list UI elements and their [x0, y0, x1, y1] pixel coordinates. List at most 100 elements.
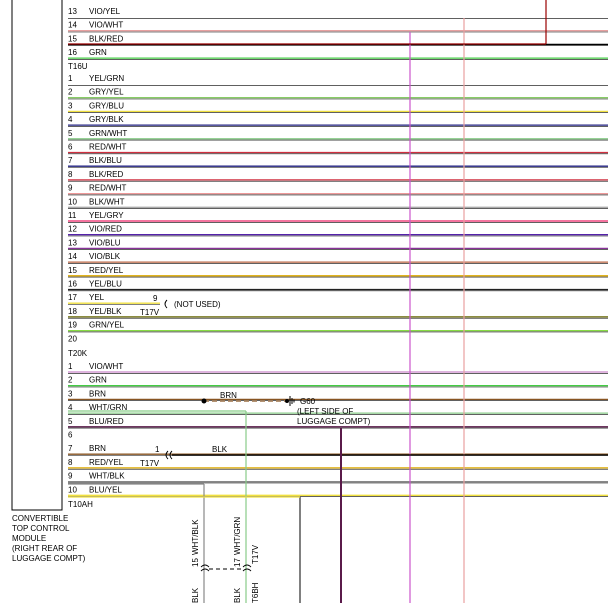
- pin-number: 1: [68, 74, 73, 83]
- wire-label: GRY/YEL: [89, 88, 124, 97]
- wire-label: BRN: [89, 444, 106, 453]
- wire-label: BLU/YEL: [89, 485, 122, 494]
- pin-number: 11: [68, 211, 77, 220]
- not-used-conn: T17V: [140, 308, 160, 317]
- wire-label: BLK/RED: [89, 34, 123, 43]
- pin-number: 6: [68, 431, 73, 440]
- pin-number: 8: [68, 458, 73, 467]
- pin-number: 1: [68, 362, 73, 371]
- bottom-label-blk-a: BLK: [191, 587, 200, 603]
- connector-label-t10ah: T10AH: [68, 500, 93, 509]
- module-label-4: (RIGHT REAR OF: [12, 544, 77, 553]
- connector-label-t20k: T20K: [68, 349, 88, 358]
- bottom-label-wht-grn: WHT/GRN: [233, 517, 242, 555]
- blk-pin: 1: [155, 445, 160, 454]
- not-used-connector-icon: [164, 299, 168, 309]
- ground-id: G60: [300, 397, 316, 406]
- connector-label-t16u: T16U: [68, 62, 88, 71]
- wire-label: VIO/WHT: [89, 21, 123, 30]
- wire-label: VIO/BLU: [89, 238, 121, 247]
- pin-number: 16: [68, 280, 77, 289]
- module-label-1: CONVERTIBLE: [12, 514, 68, 523]
- pin-number: 2: [68, 376, 73, 385]
- blk-wire-label: BLK: [212, 445, 228, 454]
- wire-label: BRN: [89, 389, 106, 398]
- pin-number: 16: [68, 48, 77, 57]
- pin-number: 6: [68, 143, 73, 152]
- wire-label: BLU/RED: [89, 417, 124, 426]
- wire-label: GRN/YEL: [89, 321, 125, 330]
- pin-number: 15: [68, 34, 77, 43]
- pin-number: 4: [68, 403, 73, 412]
- wire-label: WHT/GRN: [89, 403, 127, 412]
- pin-number: 14: [68, 252, 77, 261]
- not-used-pin: 9: [153, 294, 158, 303]
- pin-number: 7: [68, 444, 73, 453]
- wire-label: YEL: [89, 293, 105, 302]
- wire-label: YEL/BLK: [89, 307, 122, 316]
- wire-label: RED/WHT: [89, 184, 126, 193]
- bottom-label-blk-b: BLK: [233, 587, 242, 603]
- pin-number: 20: [68, 334, 77, 343]
- module-label-3: MODULE: [12, 534, 46, 543]
- pin-number: 10: [68, 485, 77, 494]
- pin-number: 9: [68, 184, 73, 193]
- wire-label: BLK/RED: [89, 170, 123, 179]
- bottom-connector-icon: [200, 564, 252, 572]
- module-box: [11, 0, 63, 511]
- brn-terminal-dot: [201, 398, 207, 404]
- pin-number: 13: [68, 7, 77, 16]
- pin-number: 3: [68, 101, 73, 110]
- bottom-label-pin17: 17: [233, 558, 242, 567]
- blk-connector-icon: [165, 450, 173, 460]
- bottom-label-t17v: T17V: [251, 544, 260, 564]
- wire-label: RED/WHT: [89, 143, 126, 152]
- wire-label: BLK/BLU: [89, 156, 122, 165]
- wire-label: VIO/YEL: [89, 7, 121, 16]
- pin-number: 7: [68, 156, 73, 165]
- bottom-label-t6bh: T6BH: [251, 582, 260, 603]
- pin-number: 3: [68, 389, 73, 398]
- wire-label: RED/YEL: [89, 458, 124, 467]
- wire-label: WHT/BLK: [89, 472, 125, 481]
- pin-number: 5: [68, 417, 73, 426]
- module-label-2: TOP CONTROL: [12, 524, 70, 533]
- wire-label: GRY/BLK: [89, 115, 124, 124]
- wire-label: VIO/BLK: [89, 252, 121, 261]
- wire-label: RED/YEL: [89, 266, 124, 275]
- wire-label: BLK/WHT: [89, 197, 125, 206]
- pin-number: 15: [68, 266, 77, 275]
- ground-location-1: (LEFT SIDE OF: [297, 407, 353, 416]
- module-label-5: LUGGAGE COMPT): [12, 554, 86, 563]
- ground-location-2: LUGGAGE COMPT): [297, 417, 371, 426]
- wire-label: VIO/WHT: [89, 362, 123, 371]
- brn-wire-label: BRN: [220, 391, 237, 400]
- pin-number: 18: [68, 307, 77, 316]
- pin-number: 14: [68, 21, 77, 30]
- wire-label: VIO/RED: [89, 225, 122, 234]
- pin-number: 19: [68, 321, 77, 330]
- bottom-label-wht-blk: WHT/BLK: [191, 519, 200, 555]
- pin-number: 8: [68, 170, 73, 179]
- blk-conn: T17V: [140, 459, 160, 468]
- pin-number: 2: [68, 88, 73, 97]
- wire-label: GRN: [89, 48, 107, 57]
- wire-label: GRY/BLU: [89, 101, 124, 110]
- pin-number: 10: [68, 197, 77, 206]
- pin-number: 5: [68, 129, 73, 138]
- wire-label: GRN: [89, 376, 107, 385]
- not-used-text: (NOT USED): [174, 300, 221, 309]
- bottom-label-pin15: 15: [191, 558, 200, 567]
- wire-label: YEL/BLU: [89, 280, 122, 289]
- pin-number: 9: [68, 472, 73, 481]
- wire-label: YEL/GRY: [89, 211, 124, 220]
- pin-number: 13: [68, 238, 77, 247]
- pin-number: 17: [68, 293, 77, 302]
- pin-number: 12: [68, 225, 77, 234]
- ground-icon: [285, 396, 295, 406]
- wire-label: YEL/GRN: [89, 74, 124, 83]
- wire-label: GRN/WHT: [89, 129, 127, 138]
- pin-number: 4: [68, 115, 73, 124]
